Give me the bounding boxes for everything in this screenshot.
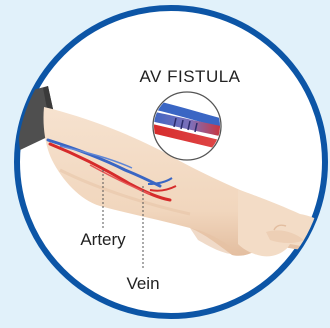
artery-label: Artery [80,230,126,249]
diagram-title: AV FISTULA [139,67,240,86]
vein-label: Vein [126,274,159,293]
